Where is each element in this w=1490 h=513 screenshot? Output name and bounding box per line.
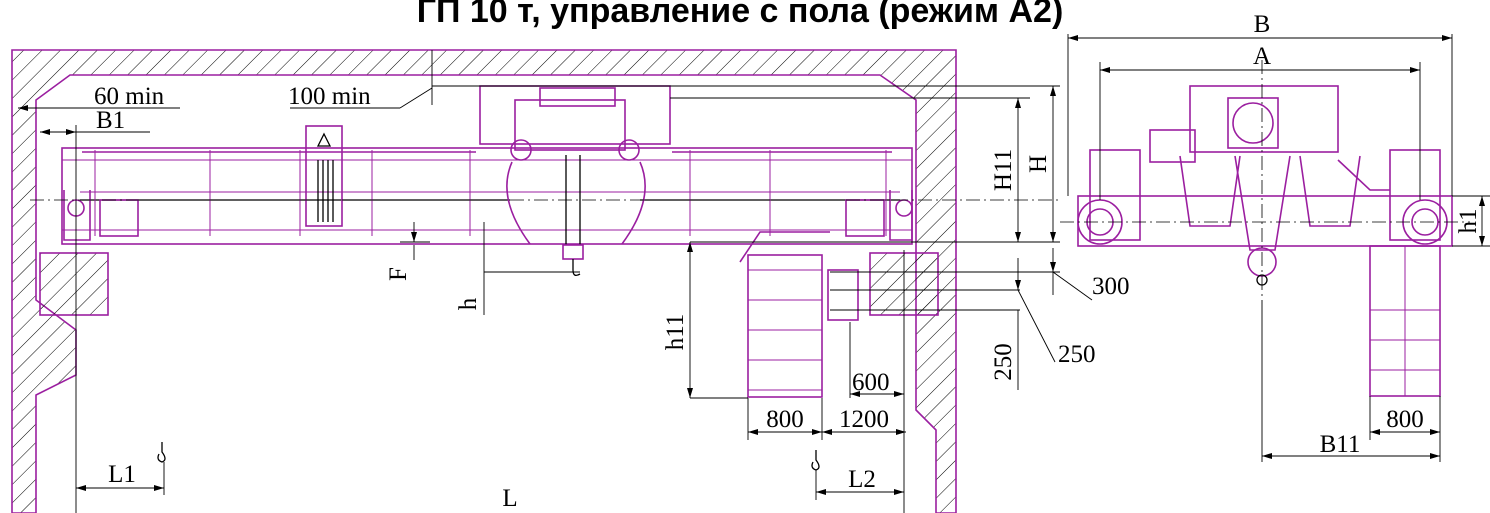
dim-label-b11: B11: [1320, 431, 1361, 458]
dimension-lines: [18, 34, 1490, 513]
dim-label-h: H: [1025, 155, 1052, 173]
dim-label-f: F: [385, 267, 412, 281]
dim-label-l1: L1: [108, 461, 136, 488]
dim-label-600: 600: [852, 369, 890, 396]
dim-label-a: A: [1253, 43, 1271, 70]
dim-label-b: B: [1254, 11, 1271, 38]
dim-label-l: L: [502, 485, 517, 512]
dim-label-h11: H11: [990, 149, 1017, 191]
dim-label-h1: h1: [1455, 209, 1482, 234]
hook-icon: [157, 442, 166, 463]
dim-label-250-b: 250: [990, 343, 1017, 381]
dim-label-100-min: 100 min: [288, 83, 371, 110]
dim-label-60-min: 60 min: [94, 83, 165, 110]
dim-label-h-small: h: [455, 297, 482, 310]
dim-label-b1: B1: [96, 107, 125, 134]
dim-label-h11-small: h11: [662, 314, 689, 351]
center-lines: [30, 60, 1470, 300]
dim-label-250-a: 250: [1058, 341, 1096, 368]
dim-label-300: 300: [1092, 273, 1130, 300]
drawing-title: ГП 10 т, управление с пола (режим А2): [417, 0, 1064, 30]
dim-label-800-side: 800: [1386, 406, 1424, 433]
warning-triangle-icon: [316, 132, 332, 147]
dim-label-1200: 1200: [839, 406, 889, 433]
crane-side-view: [1077, 85, 1453, 397]
dim-label-l2: L2: [848, 466, 876, 493]
dim-label-800-front: 800: [766, 406, 804, 433]
hook-icon: [811, 450, 820, 471]
hook-icon: [572, 259, 581, 276]
